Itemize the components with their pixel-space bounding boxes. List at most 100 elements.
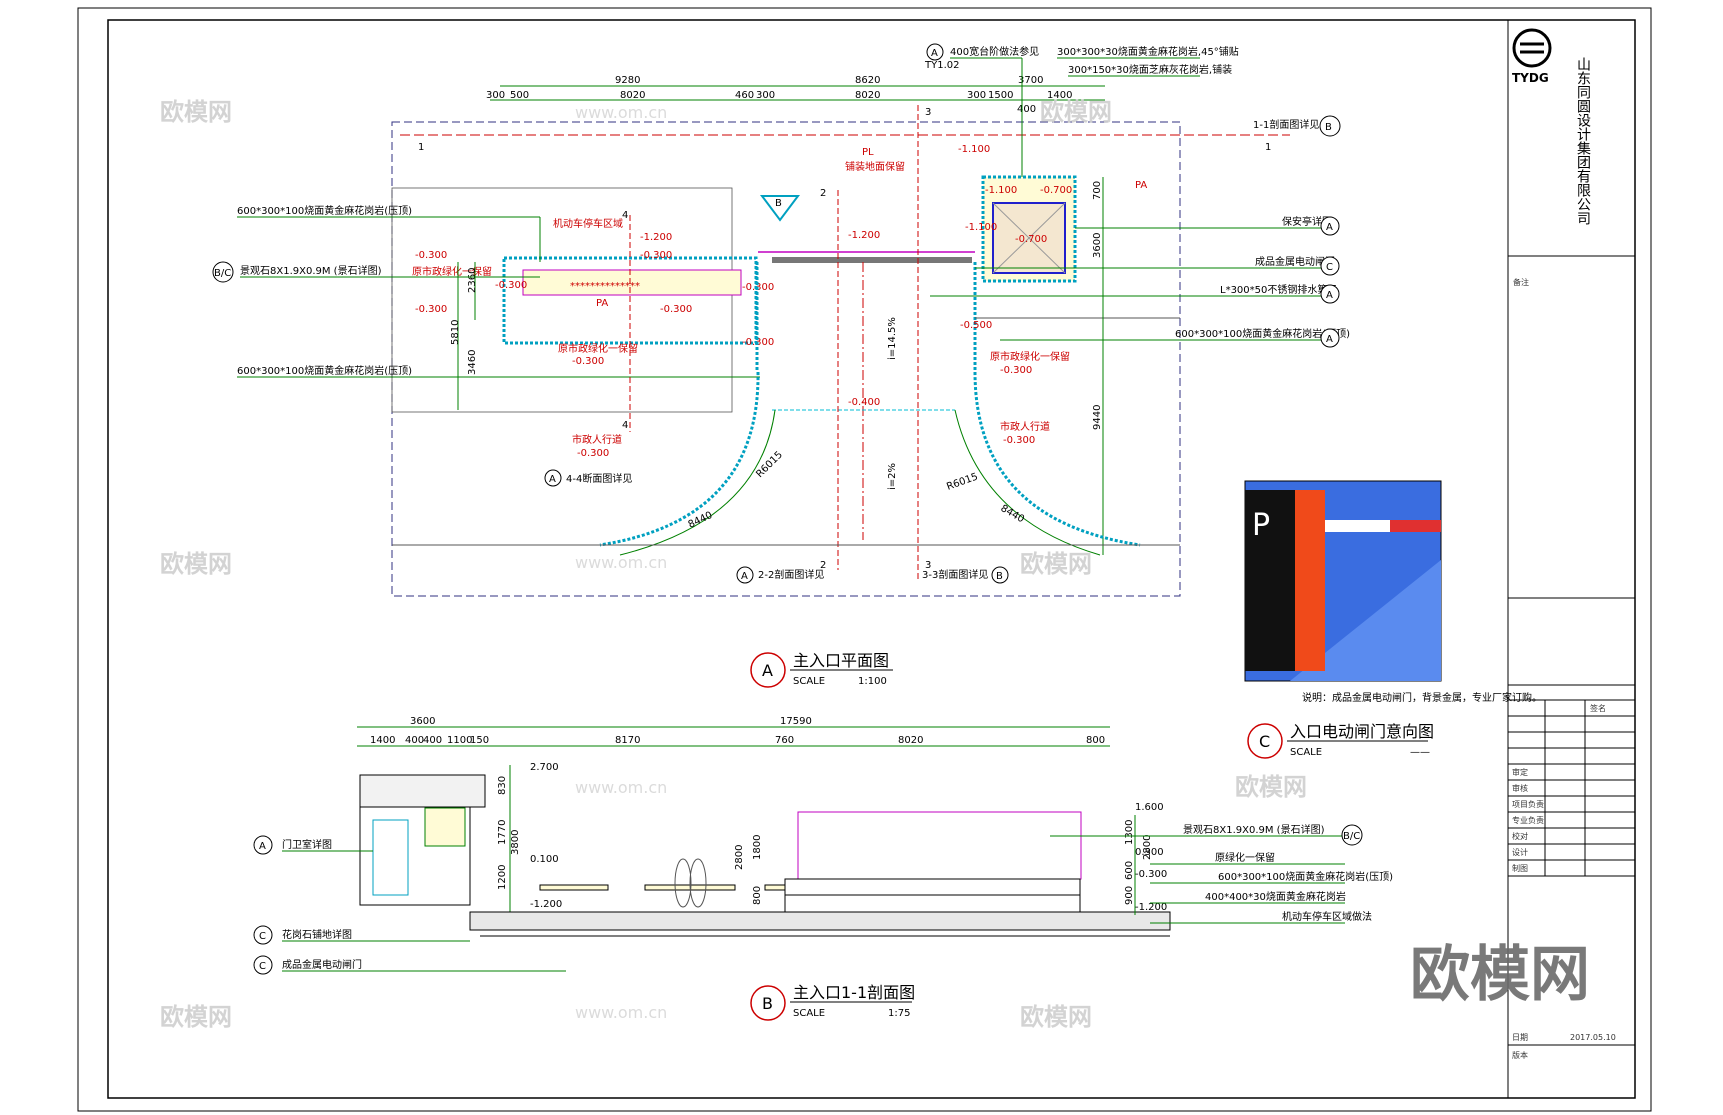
callout-left-2: 景观石8X1.9X0.9M (景石详图) [240,264,382,277]
ref-letter-b-top: B [1325,122,1332,133]
watermark-small: 欧模网 [1040,98,1112,126]
company-name: 山东同圆设计集团有限公司 [1575,57,1591,225]
gate-scale-label: SCALE [1290,747,1322,758]
tb-row-label: 制图 [1512,863,1528,873]
dim-1400: 1400 [1047,90,1072,101]
sec-dim-1400: 1400 [370,735,395,746]
sec-callout-l3: 花岗石铺地详图 [282,928,352,941]
guard-roof [359,774,486,808]
gate-photo-floor [1290,560,1441,681]
view-letter-b: B [762,994,773,1013]
tb-row-label: 专业负责 [1512,815,1544,825]
ref-bubble-a-r3 [1320,284,1340,304]
callout-left-1: 600*300*100烧面黄金麻花岗岩(压顶) [237,204,412,217]
sec-left-1770: 1770 [497,820,508,845]
tb-row-label: 审核 [1512,783,1528,793]
sec-dim-8170: 8170 [615,735,640,746]
section-note-3: 3-3剖面图详见 [922,568,988,581]
sec-elev-0100: 0.100 [530,854,559,865]
title-block: TYDG 山东同圆设计集团有限公司 备注 审定 审核 项目负责 专业负责 校对 [1508,28,1635,1060]
ref-letter-b-33: B [996,571,1003,582]
gate-body-side [1295,490,1325,671]
zone-pl: PL [862,147,874,158]
sec-dim-800: 800 [1086,735,1105,746]
section-mark-2-top: 2 [820,188,826,199]
section-mark-3-top: 3 [925,107,931,118]
sec-left-1200: 1200 [497,865,508,890]
sec-callout-r4: 400*400*30烧面黄金麻花岗岩 [1205,890,1346,903]
section-mark-4-bot: 4 [622,420,628,431]
stars-text: ************** [570,281,640,292]
gate-barrier [772,257,972,263]
ref-letter-bc-sec: B/C [1343,831,1360,842]
sec-callout-l2: 成品金属电动闸门 [282,958,362,971]
dim-8020b: 8020 [855,90,880,101]
sec-mid-2800: 2800 [734,845,745,870]
tb-row-label: 审定 [1512,767,1528,777]
watermark-small: 欧模网 [1235,773,1307,801]
dim-460: 460 [735,90,754,101]
sec-elev-m1200: -1.200 [530,899,562,910]
sec-elev-m1200b: -1.200 [1135,902,1167,913]
section-scale: 1:75 [888,1008,910,1019]
elev-l-4: -0.300 [495,280,527,291]
text-green-right: 原市政绿化一保留 [990,350,1070,363]
elev-c-1: -1.200 [848,230,880,241]
figure-person-1 [674,858,692,908]
dim-700: 700 [1092,181,1103,200]
text-walk-2: 市政人行道 [1000,420,1050,433]
callout-right-2: 成品金属电动闸门 [1255,255,1335,268]
elev-l-2: -1.200 [640,232,672,243]
watermark-url: www.om.cn [575,1003,667,1022]
callout-top-3: 300*150*30烧面芝麻灰花岗岩,铺装 [1068,63,1232,76]
sec-dim-150: 150 [470,735,489,746]
elev-l-1: -0.300 [415,250,447,261]
watermark-small: 欧模网 [1020,1003,1092,1031]
dim-3460: 3460 [467,350,478,375]
dim-3700: 3700 [1018,75,1043,86]
ref-letter-c-sec2: C [259,961,266,972]
section-mark-3-bot: 3 [925,560,931,571]
view-bubble-b [750,985,786,1021]
zone-pa-right: PA [1135,180,1147,191]
figure-person-2 [689,858,707,908]
dim-1500: 1500 [988,90,1013,101]
callout-right-3: L*300*50不锈钢排水箅子 [1220,283,1337,296]
dim-300b: 300 [756,90,775,101]
tb-version-label: 版本 [1512,1050,1528,1060]
outer-border [77,7,1652,1112]
plan-scale: 1:100 [858,676,887,687]
section-note-1: 1-1剖面图详见 [1253,118,1319,131]
ref-bubble-b-top [1319,115,1341,137]
ref-bubble-a-ty [926,43,944,61]
tb-date-label: 日期 [1512,1033,1528,1042]
elev-l-9: -0.300 [572,356,604,367]
sec-dim-400a: 400 [405,735,424,746]
sec-callout-r3: 600*300*100烧面黄金麻花岗岩(压顶) [1218,870,1393,883]
ref-letter-c-sec1: C [259,931,266,942]
elev-g-5: -1.100 [965,222,997,233]
ground-strip [469,911,1171,931]
elev-c-2: -0.400 [848,397,880,408]
ref-bubble-c-r2 [1320,256,1340,276]
bar-left [539,884,609,891]
sec-callout-l1: 门卫室详图 [282,838,332,851]
sec-dim-1100: 1100 [447,735,472,746]
watermark-url: www.om.cn [575,778,667,797]
radius-left: R6015 [754,449,785,480]
section-view: 3600 17590 1400 400 400 1100 150 8170 76… [253,716,1393,1021]
section-note-2: 2-2剖面图详见 [758,568,824,581]
ref-letter-a-r3: A [1326,290,1333,301]
arc-right: 8440 [999,503,1027,525]
plan-scale-label: SCALE [793,676,825,687]
sec-dim-8020: 8020 [898,735,923,746]
sec-dim-400b: 400 [423,735,442,746]
callout-right-4: 600*300*100烧面黄金麻花岗岩(压顶) [1175,327,1350,340]
text-paving: 铺装地面保留 [845,160,905,173]
guard-window [424,807,466,847]
section-mark-1-left: 1 [418,142,424,153]
north-marker-letter: B [775,198,782,209]
elev-g-6: -0.500 [960,320,992,331]
sec-elev-2700: 2.700 [530,762,559,773]
dim-2360: 2360 [467,268,478,293]
